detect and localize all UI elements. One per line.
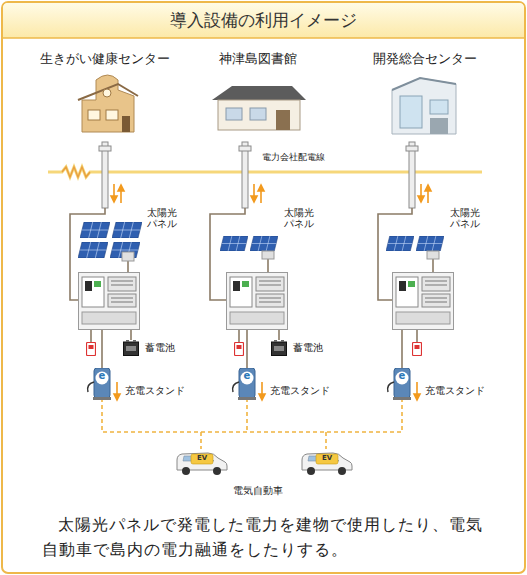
solar-panels <box>78 222 444 261</box>
part-label: 太陽光パネル <box>147 207 179 229</box>
charger-logo: e <box>395 371 409 381</box>
building-label: 生きがい健康センター <box>25 52 185 67</box>
building-development-center <box>392 78 456 134</box>
electric-vehicles <box>177 453 352 475</box>
power-flow-arrows <box>111 184 431 203</box>
part-label: 蓄電池 <box>145 342 189 354</box>
part-label: 充電スタンド <box>125 385 205 397</box>
diagram-title: 導入設備の利用イメージ <box>20 9 507 31</box>
building-label: 開発総合センター <box>345 52 505 67</box>
charger-logo: e <box>240 371 254 381</box>
ev-power-sharing-line <box>102 398 402 449</box>
part-label: 蓄電池 <box>293 342 337 354</box>
building-label: 神津島図書館 <box>188 52 328 67</box>
building-library <box>212 86 306 130</box>
wiring <box>70 208 433 368</box>
part-label: 充電スタンド <box>425 385 505 397</box>
header-band <box>3 3 524 38</box>
utility-poles <box>99 142 418 208</box>
ev-badge: EV <box>316 455 338 463</box>
part-label: 電気自動車 <box>213 485 303 497</box>
ev-badge: EV <box>191 455 213 463</box>
power-conditioners <box>79 273 454 330</box>
building-health-center <box>78 75 138 132</box>
header-rule <box>3 37 524 39</box>
line-label: 電力会社配電線 <box>262 152 352 162</box>
part-label: 充電スタンド <box>270 385 350 397</box>
power-line <box>48 167 482 177</box>
charging-stands <box>88 368 420 400</box>
meters-batteries <box>87 340 422 356</box>
diagram-caption: 太陽光パネルで発電した電力を建物で使用したり、電気自動車で島内の電力融通をしたり… <box>42 513 488 563</box>
charger-logo: e <box>95 371 109 381</box>
part-label: 太陽光パネル <box>284 207 316 229</box>
part-label: 太陽光パネル <box>450 207 482 229</box>
